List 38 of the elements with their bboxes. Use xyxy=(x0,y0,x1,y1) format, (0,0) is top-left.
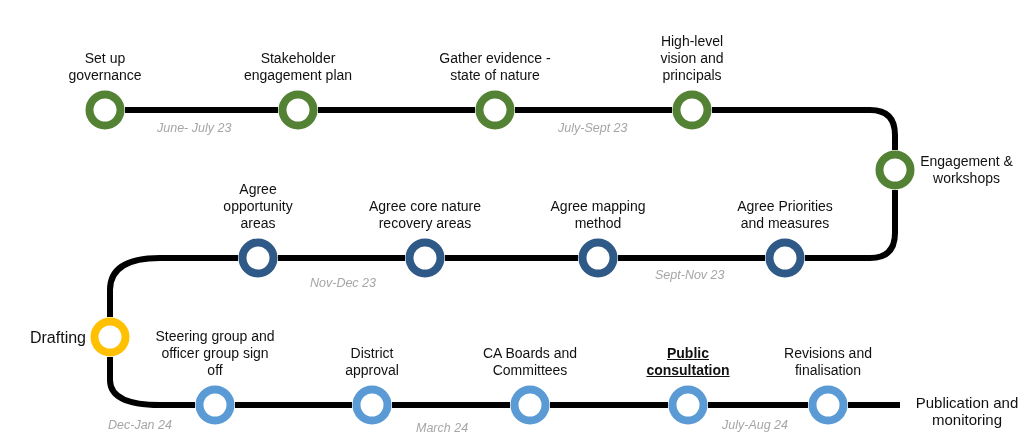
milestone-label: CA Boards and Committees xyxy=(481,345,579,379)
timeline-track xyxy=(107,255,238,317)
milestone-label: Public consultation xyxy=(645,345,731,379)
milestone-label: Agree mapping method xyxy=(549,198,647,232)
milestone-label: Revisions and finalisation xyxy=(783,345,873,379)
timeline-track xyxy=(848,402,900,408)
timeline-track xyxy=(392,402,510,408)
timeline-track xyxy=(318,107,475,113)
date-label: Sept-Nov 23 xyxy=(655,268,725,282)
timeline-track xyxy=(550,402,668,408)
timeline-track xyxy=(107,357,195,408)
milestone-label: Publication and monitoring xyxy=(914,394,1020,428)
timeline-track xyxy=(235,402,352,408)
date-label: July-Aug 24 xyxy=(722,418,788,432)
date-label: July-Sept 23 xyxy=(558,121,628,135)
milestone-label: High-level vision and principals xyxy=(659,33,725,84)
milestone-label: Stakeholder engagement plan xyxy=(242,50,354,84)
milestone-label: Engagement & workshops xyxy=(919,153,1014,187)
timeline-track xyxy=(805,190,898,261)
timeline-track xyxy=(708,402,808,408)
milestone-label: Agree Priorities and measures xyxy=(736,198,834,232)
milestone-label: District approval xyxy=(344,345,400,379)
milestone-label: Agree opportunity areas xyxy=(222,181,294,232)
timeline-track xyxy=(445,255,578,261)
timeline-track xyxy=(278,255,405,261)
date-label: March 24 xyxy=(416,421,469,432)
timeline-track xyxy=(712,107,898,150)
milestone-label: Steering group and officer group sign off xyxy=(155,328,275,379)
timeline-track xyxy=(125,107,278,113)
timeline-track xyxy=(618,255,765,261)
milestone-label: Set up governance xyxy=(67,50,143,84)
date-label: June- July 23 xyxy=(157,121,232,135)
milestone-label: Agree core nature recovery areas xyxy=(367,198,483,232)
milestone-label: Gather evidence - state of nature xyxy=(438,50,552,84)
date-label: Nov-Dec 23 xyxy=(310,276,376,290)
date-label: Dec-Jan 24 xyxy=(108,418,172,432)
milestone-label: Drafting xyxy=(28,328,86,346)
timeline-track xyxy=(515,107,672,113)
